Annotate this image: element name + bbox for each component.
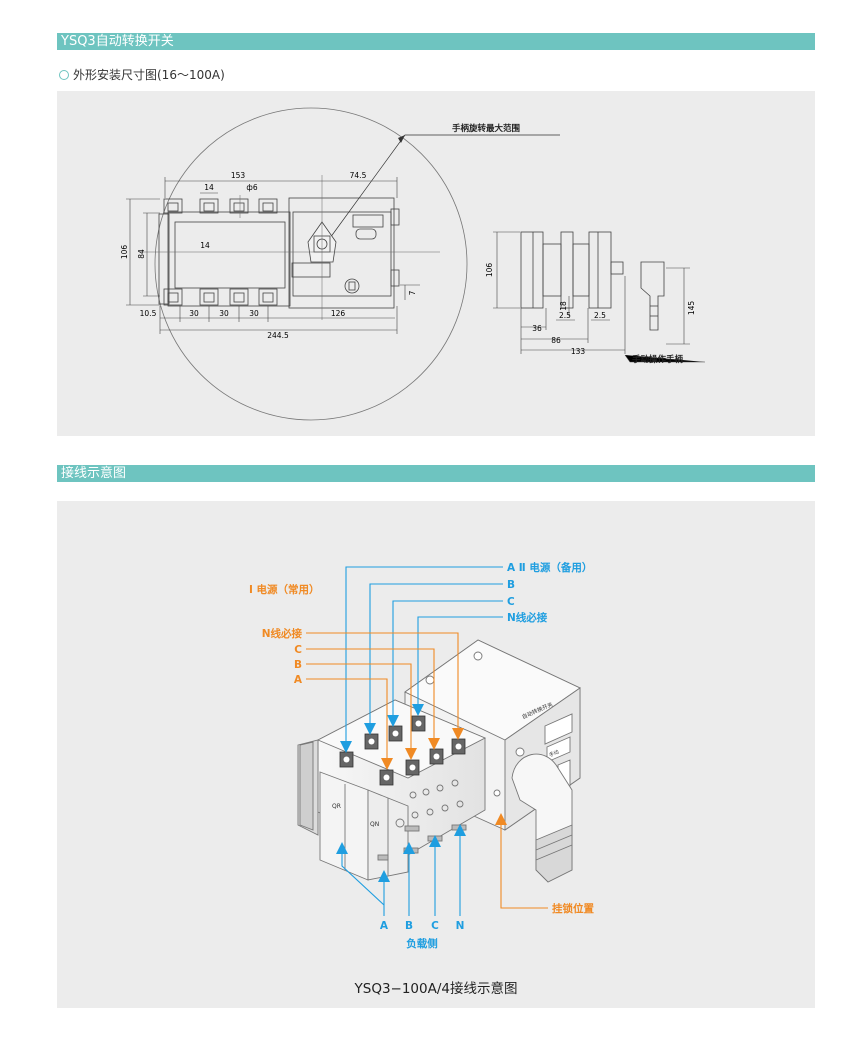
- padlock-line: [500, 822, 548, 909]
- switch-device: [297, 639, 581, 883]
- side-dim-86: 86: [551, 336, 561, 345]
- load-b-label: B: [405, 920, 413, 932]
- dim-phi6: ф6: [246, 183, 257, 192]
- load-n-label: N: [456, 920, 465, 932]
- qr-label: QR: [332, 803, 341, 810]
- dim-153: 153: [231, 171, 246, 180]
- lower-terminals: [379, 738, 466, 786]
- wiring-diagram-panel: QR QN 自动转换开关 手动 A Ⅱ 电源（备用） B C N线必接: [57, 501, 815, 1008]
- dim-14-mid: 14: [200, 241, 210, 250]
- dim-7: 7: [408, 290, 417, 295]
- main-source-lines: [306, 632, 459, 762]
- backup-source-c-label: C: [507, 596, 515, 608]
- dim-30-c: 30: [249, 309, 259, 318]
- section-header-dimensions: YSQ3自动转换开关: [57, 33, 815, 50]
- backup-source-b-label: B: [507, 579, 515, 591]
- main-source-n-label: N线必接: [262, 627, 303, 640]
- dimension-drawing: 手柄旋转最大范围: [120, 107, 705, 421]
- main-source-c-label: C: [294, 644, 302, 656]
- section-header-wiring: 接线示意图: [57, 465, 815, 482]
- main-source-a-label: A: [294, 674, 303, 686]
- padlock-position-label: 挂锁位置: [552, 902, 594, 915]
- load-side-lines: [341, 834, 461, 916]
- load-side-label: 负载侧: [406, 937, 438, 950]
- subtitle-text: 外形安装尺寸图(16～100A): [73, 68, 225, 82]
- load-a-label: A: [380, 920, 389, 932]
- backup-source-n-label: N线必接: [507, 611, 548, 624]
- dim-30-a: 30: [189, 309, 199, 318]
- dim-84: 84: [137, 249, 146, 259]
- dim-74-5: 74.5: [350, 171, 367, 180]
- side-dim-18: 18: [559, 301, 568, 311]
- side-dim-106: 106: [485, 263, 494, 278]
- side-dim-2-5-a: 2.5: [559, 311, 571, 320]
- dim-14-top: 14: [204, 183, 214, 192]
- dimension-drawing-panel: 手柄旋转最大范围: [57, 91, 815, 436]
- dim-244-5: 244.5: [267, 331, 289, 340]
- dim-106: 106: [120, 245, 129, 260]
- dim-30-b: 30: [219, 309, 229, 318]
- load-c-label: C: [431, 920, 439, 932]
- circle-bullet-icon: [59, 69, 69, 80]
- diagram-caption: YSQ3−100A/4接线示意图: [354, 980, 518, 997]
- drawing-subtitle: 外形安装尺寸图(16～100A): [59, 66, 225, 83]
- side-dim-2-5-b: 2.5: [594, 311, 606, 320]
- handle-dim-145: 145: [687, 301, 696, 316]
- dim-10-5: 10.5: [140, 309, 157, 318]
- main-source-label: Ⅰ 电源（常用）: [249, 583, 320, 596]
- section-title: YSQ3自动转换开关: [61, 34, 174, 49]
- section-title: 接线示意图: [61, 466, 127, 481]
- manual-button-label: 手动: [548, 748, 560, 758]
- wiring-diagram: QR QN 自动转换开关 手动 A Ⅱ 电源（备用） B C N线必接: [249, 561, 594, 997]
- handle-range-leader: [329, 134, 560, 239]
- qn-label: QN: [370, 821, 379, 828]
- manual-handle-label: 手动操作手柄: [632, 354, 684, 365]
- side-dim-133: 133: [571, 347, 586, 356]
- backup-source-a-label: A Ⅱ 电源（备用）: [507, 561, 592, 574]
- main-source-b-label: B: [294, 659, 302, 671]
- handle-rotation-circle: [154, 107, 468, 421]
- handle-range-label: 手柄旋转最大范围: [452, 123, 520, 134]
- dim-126: 126: [331, 309, 346, 318]
- side-dim-36: 36: [532, 324, 542, 333]
